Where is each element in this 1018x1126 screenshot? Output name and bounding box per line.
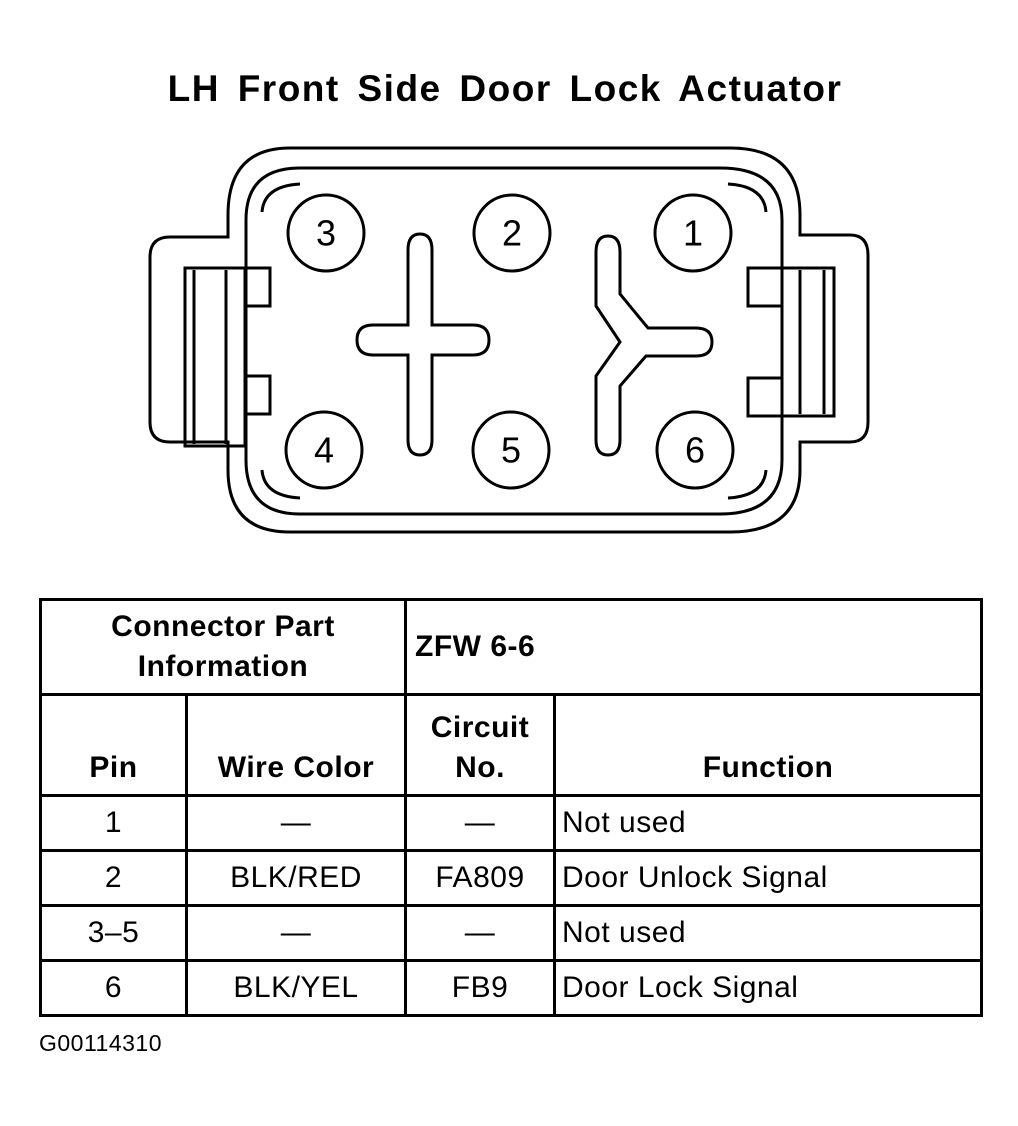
cell-function: Door Unlock Signal <box>553 849 984 907</box>
cell-pin: 2 <box>39 849 188 907</box>
cell-circuit: — <box>404 904 557 962</box>
cell-pin: 6 <box>39 959 188 1017</box>
cell-function: Not used <box>553 904 984 962</box>
connector-inner-housing <box>244 166 784 516</box>
left-latch <box>183 266 272 448</box>
header-pin: Pin <box>39 693 188 797</box>
header-function: Function <box>553 693 984 797</box>
corner-guide-bottom-left <box>260 469 301 500</box>
part-info-label-line1: Connector Part <box>111 610 335 643</box>
cell-circuit: FA809 <box>404 849 557 907</box>
cell-wire-color: — <box>184 904 408 962</box>
part-info-label-line2: Information <box>137 650 309 683</box>
pin-5-circle <box>471 410 551 490</box>
cell-pin: 3–5 <box>39 904 188 962</box>
corner-guide-top-left <box>260 182 301 213</box>
cell-pin: 1 <box>39 794 188 852</box>
corner-guide-bottom-right <box>727 469 768 500</box>
pin-label-6: 6 <box>685 430 705 471</box>
cell-function: Door Lock Signal <box>553 959 984 1017</box>
pin-3-circle <box>286 193 366 273</box>
pin-label-5: 5 <box>501 430 521 471</box>
cell-wire-color: BLK/YEL <box>184 959 408 1017</box>
connector-face-diagram: 3 2 1 4 5 6 <box>148 146 870 534</box>
cell-circuit: — <box>404 794 557 852</box>
corner-guide-top-right <box>727 182 768 213</box>
diagram-title: LH Front Side Door Lock Actuator <box>167 68 843 109</box>
cell-wire-color: BLK/RED <box>184 849 408 907</box>
connector-pinout-table: Connector Part Information ZFW 6-6 Pin W… <box>38 598 984 1017</box>
pin-1-circle <box>653 193 733 273</box>
table-row: 1 — — Not used <box>39 794 984 852</box>
header-circuit-no: Circuit No. <box>404 693 557 797</box>
header-row: Pin Wire Color Circuit No. Function <box>39 693 984 797</box>
part-info-value: ZFW 6-6 <box>404 598 984 696</box>
cell-circuit: FB9 <box>404 959 557 1017</box>
cell-function: Not used <box>553 794 984 852</box>
pin-label-4: 4 <box>314 430 334 471</box>
pin-label-1: 1 <box>683 213 703 254</box>
table-row: 3–5 — — Not used <box>39 904 984 962</box>
pin-label-2: 2 <box>502 213 522 254</box>
connector-outer-housing <box>148 146 870 534</box>
part-info-label: Connector Part Information <box>38 598 408 696</box>
header-circuit-line1: Circuit <box>430 711 530 744</box>
pin-6-circle <box>655 410 735 490</box>
pin-4-circle <box>284 410 364 490</box>
part-info-row: Connector Part Information ZFW 6-6 <box>38 598 984 696</box>
table-row: 2 BLK/RED FA809 Door Unlock Signal <box>39 849 984 907</box>
pin-label-3: 3 <box>316 213 336 254</box>
table-row: 6 BLK/YEL FB9 Door Lock Signal <box>39 959 984 1017</box>
header-wire-color: Wire Color <box>184 693 408 797</box>
cross-key <box>355 232 491 457</box>
header-circuit-line2: No. <box>455 751 505 784</box>
y-key <box>594 234 714 457</box>
cell-wire-color: — <box>184 794 408 852</box>
figure-id: G00114310 <box>39 1030 163 1056</box>
right-latch <box>746 266 836 418</box>
pin-2-circle <box>472 193 552 273</box>
